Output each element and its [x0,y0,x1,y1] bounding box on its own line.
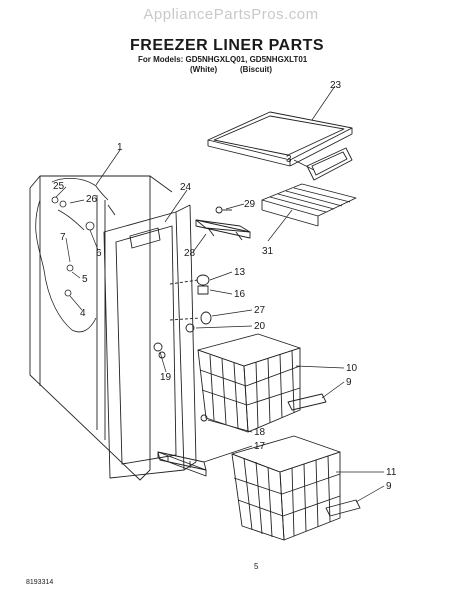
callout-25: 25 [53,181,65,192]
basket-trim-part-9-upper [287,393,327,411]
upper-basket-part-10 [197,333,301,433]
document-number: 8193314 [26,579,54,586]
callout-20: 20 [254,321,266,332]
callout-28: 28 [184,248,196,259]
callout-18: 18 [254,427,266,438]
variant-white: (White) [190,65,218,74]
callout-9-upper: 9 [346,377,352,388]
callout-13: 13 [234,267,246,278]
slide-rail-part-17 [157,451,207,477]
callout-23: 23 [330,80,342,91]
lower-basket-part-11 [231,435,341,541]
callout-11: 11 [386,467,397,478]
callout-numbers: 1 23 3 24 25 26 29 7 6 5 4 31 28 13 16 2… [53,80,397,492]
callout-4: 4 [80,308,86,319]
freezer-liner-part-1 [29,175,173,481]
callout-6: 6 [96,248,102,259]
wire-shelf-part-31 [261,183,357,227]
models-line: For Models: GD5NHGXLQ01, GD5NHGXLT01 [138,55,308,64]
callout-24: 24 [180,182,192,193]
screw-part-29 [215,206,232,214]
shelf-bracket-part-28 [195,219,251,241]
callout-7: 7 [60,232,66,243]
divider-panel [103,204,197,479]
leader-lines [55,85,385,503]
diagram-title: FREEZER LINER PARTS [130,37,325,54]
callout-19: 19 [160,372,172,383]
shelf-trim-part-3 [306,147,353,181]
callout-17: 17 [254,441,266,452]
watermark: AppliancePartsPros.com [143,6,319,23]
glass-shelf-part-23 [207,111,353,167]
callout-1: 1 [117,142,123,153]
cover-plate-part-24 [129,227,161,249]
light-assembly [169,274,212,333]
callout-5: 5 [82,274,88,285]
callout-9-lower: 9 [386,481,392,492]
page-number: 5 [254,562,259,571]
callout-29: 29 [244,199,256,210]
callout-16: 16 [234,289,246,300]
callout-10: 10 [346,363,358,374]
screw-part-18 [200,414,208,422]
callout-26: 26 [86,194,98,205]
variant-biscuit: (Biscuit) [240,65,272,74]
clip-part-19 [153,342,166,359]
basket-trim-part-9-lower [325,499,361,517]
callout-27: 27 [254,305,266,316]
callout-31: 31 [262,246,274,257]
callout-3: 3 [286,154,292,165]
